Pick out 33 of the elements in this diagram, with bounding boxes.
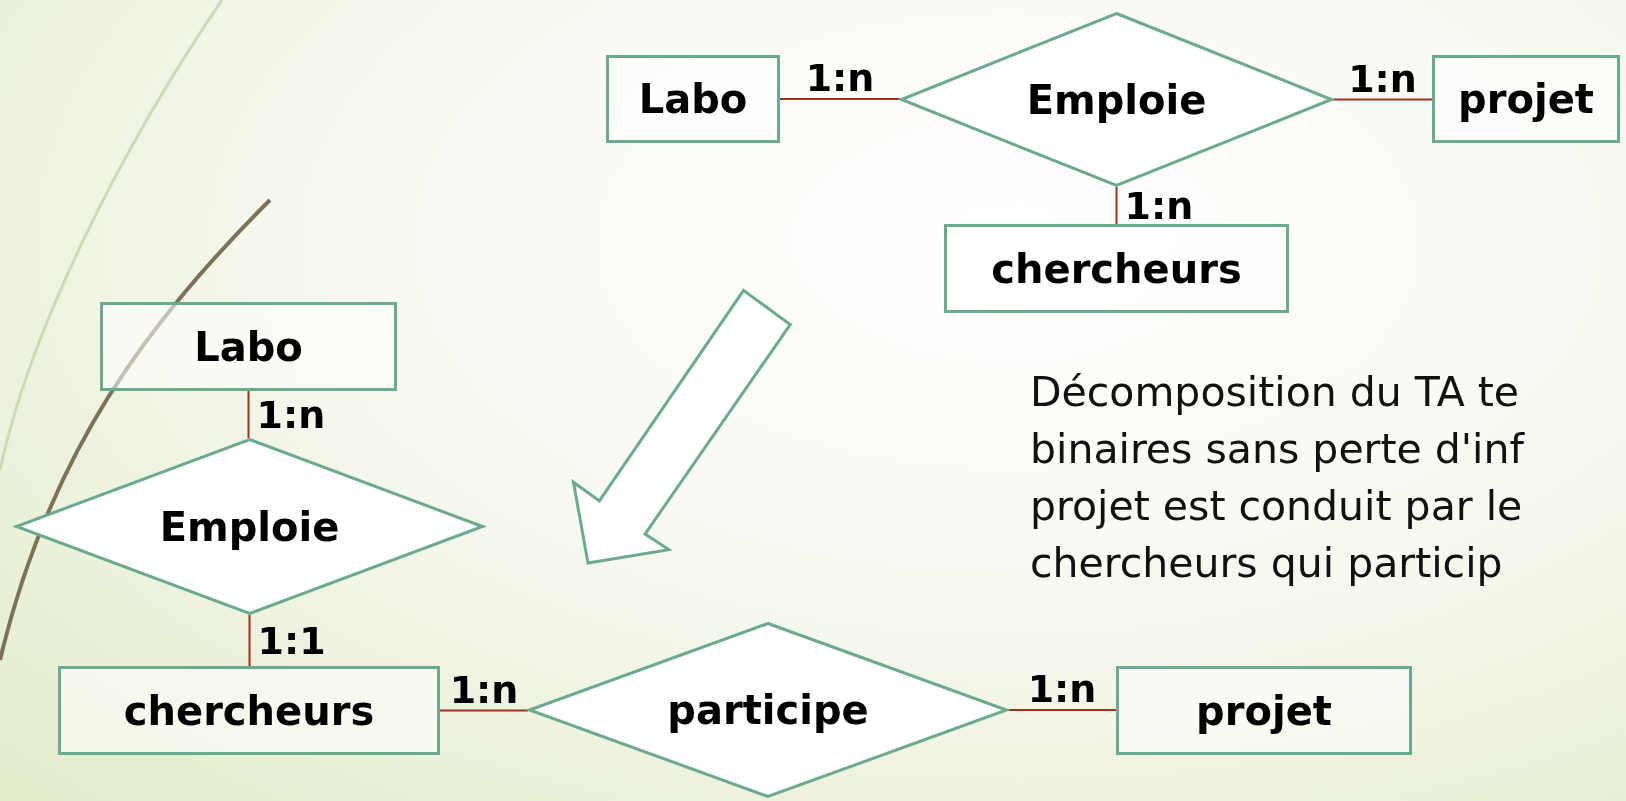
entity-name: Labo <box>638 76 748 122</box>
note-text: Décomposition du TA te <box>1030 368 1520 418</box>
entity-box <box>1116 666 1412 755</box>
entity-box <box>58 666 440 755</box>
entity-name: projet <box>1458 76 1594 122</box>
relationship-name: Emploie <box>159 503 340 550</box>
entity-name: Labo <box>194 323 303 370</box>
note-text: chercheurs qui particip <box>1030 539 1503 589</box>
entity-box <box>1432 55 1620 143</box>
entity-box <box>944 224 1289 313</box>
entity-name: chercheurs <box>991 245 1242 292</box>
cardinality-label: 1:n <box>1124 186 1194 225</box>
cardinality-label: 1:1 <box>257 621 326 660</box>
entity-name: chercheurs <box>123 687 375 734</box>
entity-box <box>100 302 397 391</box>
connector-line <box>439 709 529 712</box>
connector-line <box>1115 186 1118 225</box>
entity-name: projet <box>1196 687 1332 734</box>
cardinality-label: 1:n <box>449 670 519 709</box>
entity-box <box>606 55 780 143</box>
relationship-name: Emploie <box>1026 76 1207 123</box>
note-text: projet est conduit par le <box>1030 482 1523 532</box>
connector-line <box>779 98 901 100</box>
connector-line <box>1332 98 1433 101</box>
connector-line <box>1007 709 1117 711</box>
cardinality-label: 1:n <box>1027 670 1097 708</box>
cardinality-label: 1:n <box>256 395 326 434</box>
cardinality-label: 1:n <box>805 59 875 97</box>
connector-line <box>247 390 250 439</box>
connector-line <box>248 614 251 667</box>
note-text: binaires sans perte d'inf <box>1030 425 1524 475</box>
cardinality-label: 1:n <box>1348 59 1417 98</box>
relationship-name: participe <box>667 687 869 733</box>
